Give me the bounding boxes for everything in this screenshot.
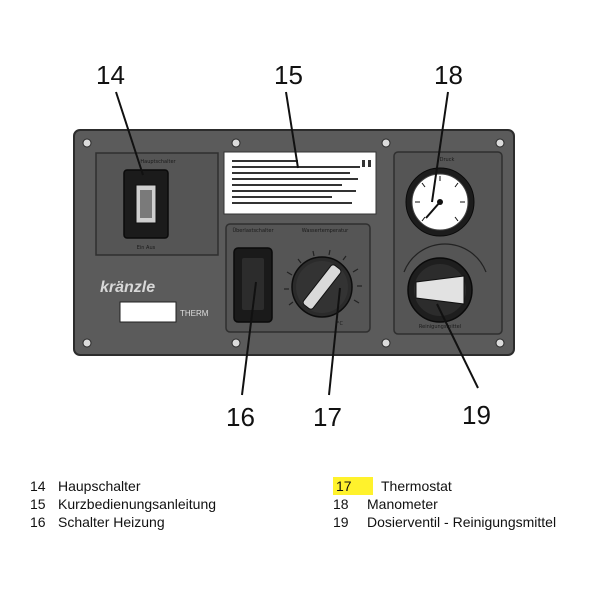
callout-leaders [115,91,479,396]
legend-column-right: 17 Thermostat 18 Manometer 19 Dosiervent… [333,477,556,531]
legend-label: Schalter Heizung [58,514,165,530]
panel-screws [82,138,505,348]
legend-label: Haupschalter [58,478,141,494]
legend-number: 14 [30,478,46,494]
doser-label: Reinigungsmittel [419,324,461,330]
legend-column-left: 14 Haupschalter 15 Kurzbedienungsanleitu… [30,477,216,531]
legend-item: 16 Schalter Heizung [30,513,216,531]
gauge-label: Druck [440,157,455,163]
legend-label: Manometer [367,496,438,512]
heater-switch-face [242,258,264,310]
legend-item: 15 Kurzbedienungsanleitung [30,495,216,513]
thermostat-unit: °C [337,321,344,327]
legend-item: 18 Manometer [333,495,556,513]
legend-item: 19 Dosierventil - Reinigungsmittel [333,513,556,531]
heater-switch-label: Überlastschalter [232,227,274,234]
model-label: THERM [180,309,209,318]
callout-15: 15 [274,60,303,90]
legend-number: 15 [30,496,46,512]
legend-label: Dosierventil - Reinigungsmittel [367,514,557,530]
callout-16: 16 [226,402,255,432]
brand-logo: kränzle [100,279,155,296]
switch-bottom-label: Ein Aus [137,245,156,251]
switch-top-label: Hauptschalter [140,159,176,165]
callout-19: 19 [462,400,491,430]
control-panel-diagram: Hauptschalter Ein Aus kränzle THERM Über… [73,60,515,432]
thermostat-knob[interactable] [291,256,353,318]
legend-number-highlighted: 17 [333,477,373,495]
callout-17: 17 [313,402,342,432]
callout-18: 18 [434,60,463,90]
callout-14: 14 [96,60,125,90]
instruction-text-lines [232,160,371,204]
legend-number: 18 [333,496,349,512]
pressure-gauge [405,167,475,237]
dosing-valve-knob[interactable] [407,257,473,323]
dosing-scale [403,243,487,273]
legend-label: Thermostat [381,478,452,494]
thermostat-label: Wassertemperatur [302,228,349,234]
legend-item: 17 Thermostat [333,477,556,495]
legend-item: 14 Haupschalter [30,477,216,495]
thermostat-scale [284,249,362,306]
model-plate [119,301,177,323]
legend-number: 16 [30,514,46,530]
parts-legend: 14 Haupschalter 15 Kurzbedienungsanleitu… [0,477,600,537]
rocker-face [140,190,152,218]
legend-number: 19 [333,514,349,530]
legend-label: Kurzbedienungsanleitung [58,496,217,512]
